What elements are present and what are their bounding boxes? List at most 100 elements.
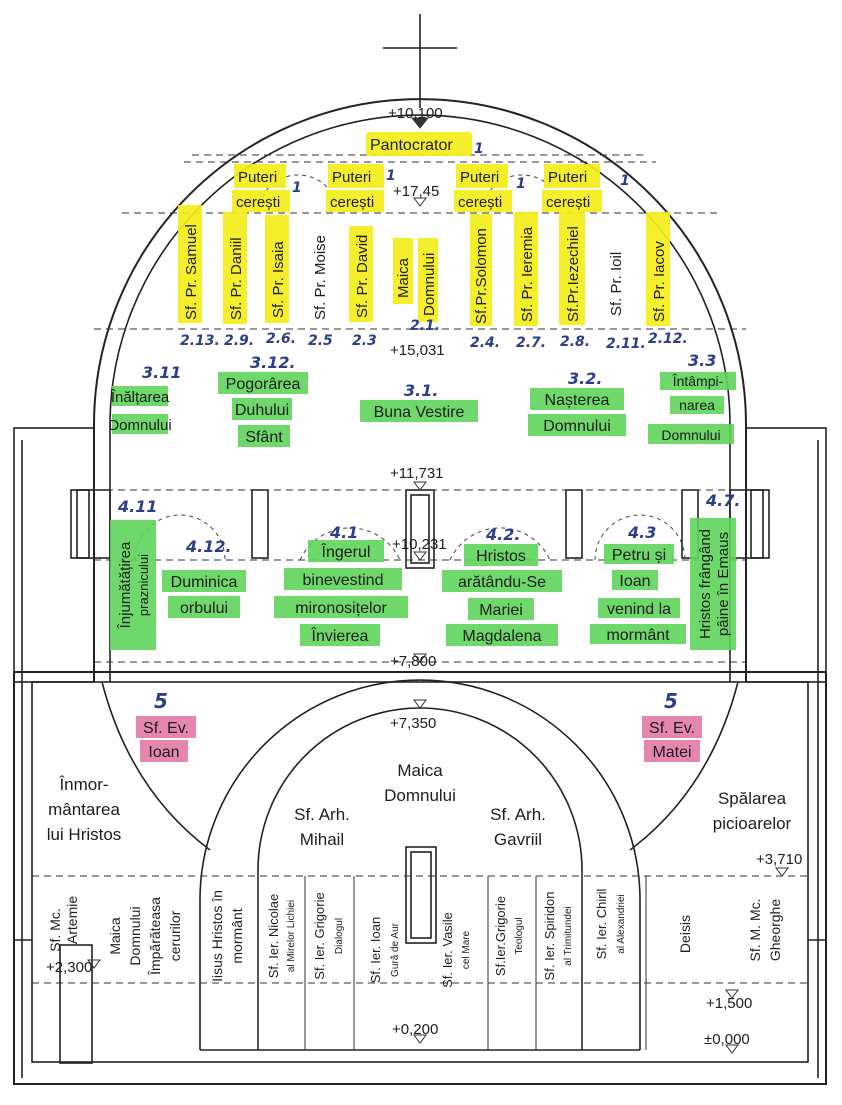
inmormantarea-1: Înmor- — [58, 775, 108, 794]
marker-10231 — [413, 551, 427, 561]
ann-pant: 1 — [474, 141, 484, 157]
hristos-3: Mariei — [479, 602, 523, 619]
ann-david: 2.3 — [352, 333, 377, 349]
feasts: Înălțarea Domnului Pogorârea Duhului Sfâ… — [108, 373, 723, 446]
marker-11731 — [413, 481, 427, 491]
maica-imp-1: Maica — [107, 917, 123, 955]
window-2 — [251, 489, 269, 559]
petru-1: Petru și — [612, 547, 666, 564]
hl-ev-ioan-1 — [136, 716, 196, 738]
level-1500: +1,500 — [706, 995, 752, 1012]
prophet-ieremia: Sf. Pr. Ieremia — [519, 226, 536, 322]
hl-pogorarea-2 — [232, 398, 292, 420]
right-big-curve — [629, 681, 739, 851]
highlights-green — [110, 372, 736, 650]
ann-isaia: 2.6. — [266, 331, 296, 347]
nicolae-2: al Mirelor Lichiei — [286, 900, 297, 972]
apse-maica-2: Domnului — [384, 786, 456, 805]
dome-inner-arch — [109, 114, 731, 426]
duminica-2: orbului — [180, 600, 228, 617]
ann-hristos: 4.2. — [485, 525, 520, 544]
feast-intamp-2: narea — [679, 397, 715, 413]
level-7800: +7,800 — [390, 653, 436, 670]
ioan-g-2: Gură de Aur — [390, 922, 401, 977]
bottom-register: Sf. Mc. Artemie Maica Domnului Împărătea… — [47, 888, 783, 987]
level-10231: +10,231 — [392, 536, 447, 553]
bottom-dividers — [257, 876, 647, 1050]
hl-hristos-4 — [446, 624, 558, 646]
ingerul-2: binevestind — [303, 572, 384, 589]
emaus-2: pâine în Emaus — [715, 532, 732, 636]
hl-pantocrator — [366, 132, 472, 156]
feast-buna-vestire: Buna Vestire — [374, 404, 465, 421]
hl-hristos-3 — [468, 598, 534, 620]
iisus-2: mormânt — [229, 908, 245, 963]
ann-iacov: 2.12. — [648, 331, 688, 347]
gheorghe-1: Sf. M. Mc. — [747, 899, 763, 962]
hl-duminica-1 — [162, 570, 246, 592]
maica-imp-3: Împărăteasa — [147, 897, 163, 976]
apse-labels: Sf. Ev. Ioan Sf. Ev. Matei Maica Domnulu… — [47, 720, 792, 849]
level-2300: +2,300 — [46, 959, 92, 976]
marker-0000 — [725, 1044, 739, 1054]
ev-ioan-1: Sf. Ev. — [143, 720, 189, 737]
ann-ioil: 2.11. — [606, 336, 646, 352]
window-center-inner — [410, 494, 430, 564]
hl-duminica-2 — [168, 596, 240, 618]
ann-petru: 4.3 — [627, 523, 656, 542]
ann-injum: 4.11 — [117, 497, 157, 516]
hl-ieremia — [514, 212, 538, 326]
chiril-1: Sf. Ier. Chiril — [594, 888, 609, 959]
ann-iezechiel: 2.8. — [560, 334, 590, 350]
prophet-iezechiel: Sf.Pr.Iezechiel — [565, 226, 582, 322]
ingerul-1: Îngerul — [321, 542, 371, 561]
puteri1-line1: Puteri — [238, 169, 277, 186]
puteri3-line1: Puteri — [460, 169, 499, 186]
arh-mihail-1: Sf. Arh. — [294, 805, 350, 824]
hl-pogorarea-3 — [238, 425, 290, 447]
hl-ingerul-4 — [300, 624, 380, 646]
prophet-isaia: Sf. Pr. Isaia — [270, 241, 287, 318]
petru-2: Ioan — [619, 573, 650, 590]
hl-puteri1-b — [232, 190, 290, 212]
prophets: Sf. Pr. Samuel Sf. Pr. Daniil Sf. Pr. Is… — [183, 224, 668, 324]
nicolae-1: Sf. Ier. Nicolae — [266, 894, 281, 979]
feast-pogorarea-2: Duhului — [235, 402, 289, 419]
ann-duminica: 4.12. — [185, 537, 232, 556]
lower-register: Înjumătățirea praznicului Duminica orbul… — [117, 529, 732, 645]
hl-puteri2-a — [328, 164, 384, 188]
arh-gavriil-2: Gavriil — [494, 830, 542, 849]
feast-intamp-1: Întâmpi- — [672, 373, 724, 389]
hl-emaus — [690, 518, 736, 650]
marker-1500 — [725, 989, 739, 999]
feast-nasterea-1: Nașterea — [545, 392, 610, 409]
ev-matei-1: Sf. Ev. — [649, 720, 695, 737]
prophet-ioil: Sf. Pr. Ioil — [608, 252, 625, 316]
spalarea-1: Spălarea — [718, 789, 787, 808]
marker-0200 — [413, 1034, 427, 1044]
petru-4: mormânt — [606, 627, 670, 644]
level-10100: +10,100 — [388, 105, 443, 122]
lower-body-inner — [31, 681, 809, 1063]
grigorie-t-2: Teologul — [514, 917, 525, 954]
inmormantarea-2: mântarea — [48, 800, 120, 819]
right-annex-upper — [745, 427, 827, 683]
hl-nasterea-1 — [530, 388, 624, 410]
puteri4-line2: cerești — [546, 194, 590, 211]
hl-isaia — [265, 215, 289, 323]
marker-2300 — [87, 959, 101, 969]
ev-ioan-2: Ioan — [148, 744, 179, 761]
level-7350: +7,350 — [390, 715, 436, 732]
hl-petru-1 — [604, 544, 674, 564]
prophet-maica-2: Domnului — [421, 253, 438, 316]
prophet-iacov: Sf. Pr. Iacov — [651, 241, 668, 322]
hl-samuel — [178, 205, 202, 323]
inmormantarea-3: lui Hristos — [47, 825, 122, 844]
hl-puteri4-a — [544, 164, 600, 188]
hl-ingerul-1 — [308, 540, 384, 562]
hl-puteri4-b — [542, 190, 602, 212]
left-niche — [59, 944, 93, 1064]
hl-ingerul-2 — [284, 568, 402, 590]
